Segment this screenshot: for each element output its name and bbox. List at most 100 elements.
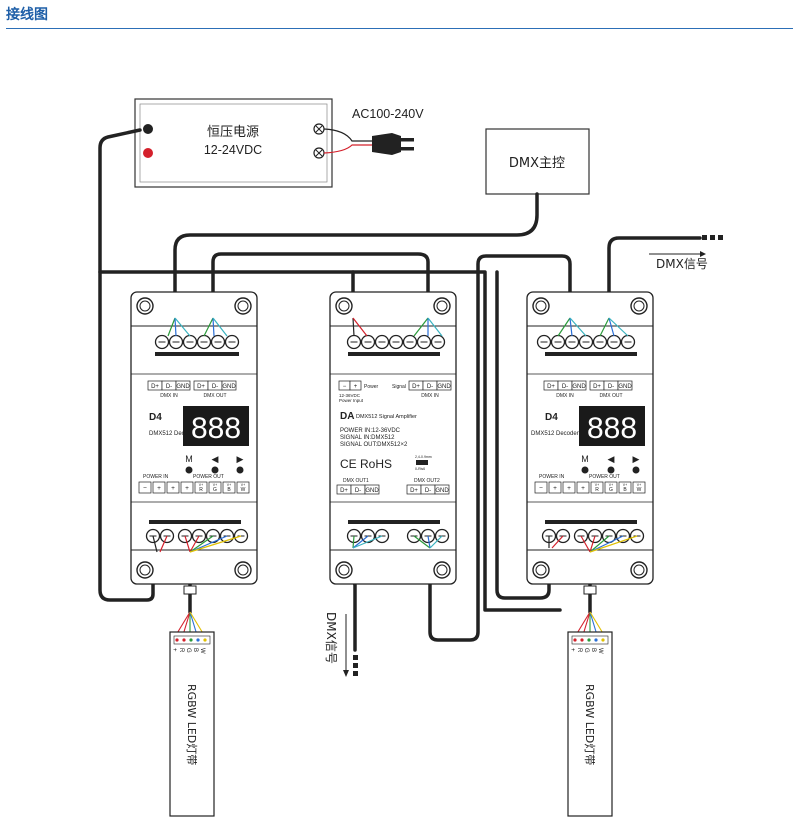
ac-plug: AC100-240V	[323, 107, 424, 155]
svg-text:D-: D-	[355, 488, 361, 494]
svg-text:−: −	[343, 384, 347, 390]
negative-terminal	[143, 124, 153, 134]
svg-text:R: R	[595, 487, 599, 493]
svg-text:W: W	[597, 648, 603, 654]
page-title: 接线图	[6, 7, 48, 23]
svg-text:DMX512 Decoder: DMX512 Decoder	[531, 431, 579, 437]
signal-amplifier: − + Power 12-36VDC Power Input Signal D+…	[329, 291, 457, 585]
svg-text:G: G	[609, 487, 613, 493]
svg-text:D4: D4	[545, 412, 558, 423]
dmx-signal-dash-down: DMX信号	[324, 612, 358, 677]
svg-text:POWER IN:12-36VDC: POWER IN:12-36VDC	[340, 428, 401, 434]
svg-text:▶: ▶	[237, 454, 244, 464]
svg-text:▶: ▶	[633, 454, 640, 464]
svg-text:DMX OUT: DMX OUT	[599, 393, 622, 399]
svg-text:B: B	[192, 648, 198, 652]
svg-text:SIGNAL IN:DMX512: SIGNAL IN:DMX512	[340, 435, 395, 441]
amplifier-model: DA	[340, 411, 354, 422]
svg-text:M: M	[185, 454, 193, 464]
svg-text:D+: D+	[151, 384, 159, 390]
svg-text:POWER OUT: POWER OUT	[589, 474, 620, 480]
decoder-display: 888	[191, 412, 241, 445]
svg-text:RGBW LED灯带: RGBW LED灯带	[583, 684, 596, 765]
svg-text:R: R	[576, 648, 582, 653]
ac-label: AC100-240V	[352, 107, 424, 121]
svg-text:DMX OUT2: DMX OUT2	[414, 478, 440, 484]
svg-text:POWER IN: POWER IN	[539, 474, 565, 480]
svg-text:+: +	[157, 485, 161, 492]
svg-text:GND: GND	[365, 488, 379, 494]
svg-text:D-: D-	[562, 384, 568, 390]
svg-text:DMX512 Signal Amplifier: DMX512 Signal Amplifier	[356, 414, 417, 420]
svg-text:W: W	[241, 487, 246, 493]
svg-text:+: +	[569, 648, 575, 652]
svg-text:DMX IN: DMX IN	[421, 393, 439, 399]
ce-rohs-mark: CE RoHS	[340, 457, 392, 471]
header-divider	[6, 28, 793, 29]
svg-text:B: B	[590, 648, 596, 652]
svg-text:V+: V+	[637, 483, 641, 487]
power-supply: 恒压电源 12-24VDC	[134, 98, 333, 188]
power-supply-name: 恒压电源	[207, 125, 259, 140]
decoder-2: D+ D- GND D+ D- GND DMX IN DMX OUT D4 DM…	[526, 291, 654, 585]
svg-text:D-: D-	[425, 488, 431, 494]
svg-text:D-: D-	[166, 384, 172, 390]
power-supply-voltage: 12-24VDC	[204, 143, 262, 157]
positive-terminal	[143, 148, 153, 158]
svg-text:V+: V+	[227, 483, 231, 487]
svg-text:+: +	[185, 485, 189, 492]
svg-text:B: B	[623, 487, 627, 493]
dmx-signal-out-label: DMX信号	[656, 257, 708, 271]
svg-text:D+: D+	[412, 384, 420, 390]
svg-text:G: G	[583, 648, 589, 653]
svg-text:V+: V+	[623, 483, 627, 487]
svg-text:+: +	[171, 485, 175, 492]
svg-text:Power Input: Power Input	[339, 398, 364, 403]
svg-text:V+: V+	[595, 483, 599, 487]
amplifier-leads	[352, 317, 443, 549]
svg-text:+: +	[567, 485, 571, 492]
svg-text:D-: D-	[427, 384, 433, 390]
svg-text:Signal: Signal	[392, 384, 406, 390]
svg-text:GND: GND	[176, 384, 190, 390]
svg-text:◀: ◀	[608, 454, 615, 464]
decoder-1-leads	[152, 317, 242, 553]
svg-text:−: −	[143, 485, 147, 492]
svg-text:B: B	[227, 487, 231, 493]
svg-text:D-: D-	[608, 384, 614, 390]
svg-text:D+: D+	[340, 488, 348, 494]
svg-text:DMX512 Decoder: DMX512 Decoder	[149, 431, 197, 437]
svg-text:DMX IN: DMX IN	[556, 393, 574, 399]
svg-text:888: 888	[587, 412, 637, 445]
svg-text:GND: GND	[435, 488, 449, 494]
svg-text:2,4-0.9mm: 2,4-0.9mm	[415, 455, 432, 459]
svg-text:GND: GND	[437, 384, 451, 390]
svg-text:◀: ◀	[212, 454, 219, 464]
svg-text:V+: V+	[199, 483, 203, 487]
svg-text:V+: V+	[241, 483, 245, 487]
led-strip-label: RGBW LED灯带	[185, 684, 198, 765]
svg-text:V+: V+	[213, 483, 217, 487]
svg-text:0-Ris6: 0-Ris6	[415, 467, 425, 471]
svg-text:D+: D+	[593, 384, 601, 390]
svg-text:R: R	[199, 487, 203, 493]
svg-text:+: +	[354, 384, 358, 390]
svg-text:V+: V+	[609, 483, 613, 487]
svg-text:D+: D+	[197, 384, 205, 390]
dmx-controller: DMX主控	[485, 128, 590, 195]
svg-text:W: W	[637, 487, 642, 493]
decoder-model: D4	[149, 412, 162, 423]
svg-text:GND: GND	[572, 384, 586, 390]
dmx-signal-down-label: DMX信号	[324, 612, 338, 664]
led-strip-2: + R G B W RGBW LED灯带	[567, 585, 613, 817]
svg-text:POWER IN: POWER IN	[143, 474, 169, 480]
decoder-2-leads	[548, 317, 638, 553]
svg-text:M: M	[581, 454, 589, 464]
led-strip-1: + R G B W RGBW LED灯带	[169, 585, 215, 817]
svg-text:D+: D+	[547, 384, 555, 390]
svg-text:SIGNAL OUT:DMX512×2: SIGNAL OUT:DMX512×2	[340, 442, 408, 448]
svg-text:DMX OUT1: DMX OUT1	[343, 478, 369, 484]
svg-text:DMX IN: DMX IN	[160, 393, 178, 399]
decoder-1: D+ D- GND D+ D- GND DMX IN DMX OUT D4 DM…	[130, 291, 258, 585]
